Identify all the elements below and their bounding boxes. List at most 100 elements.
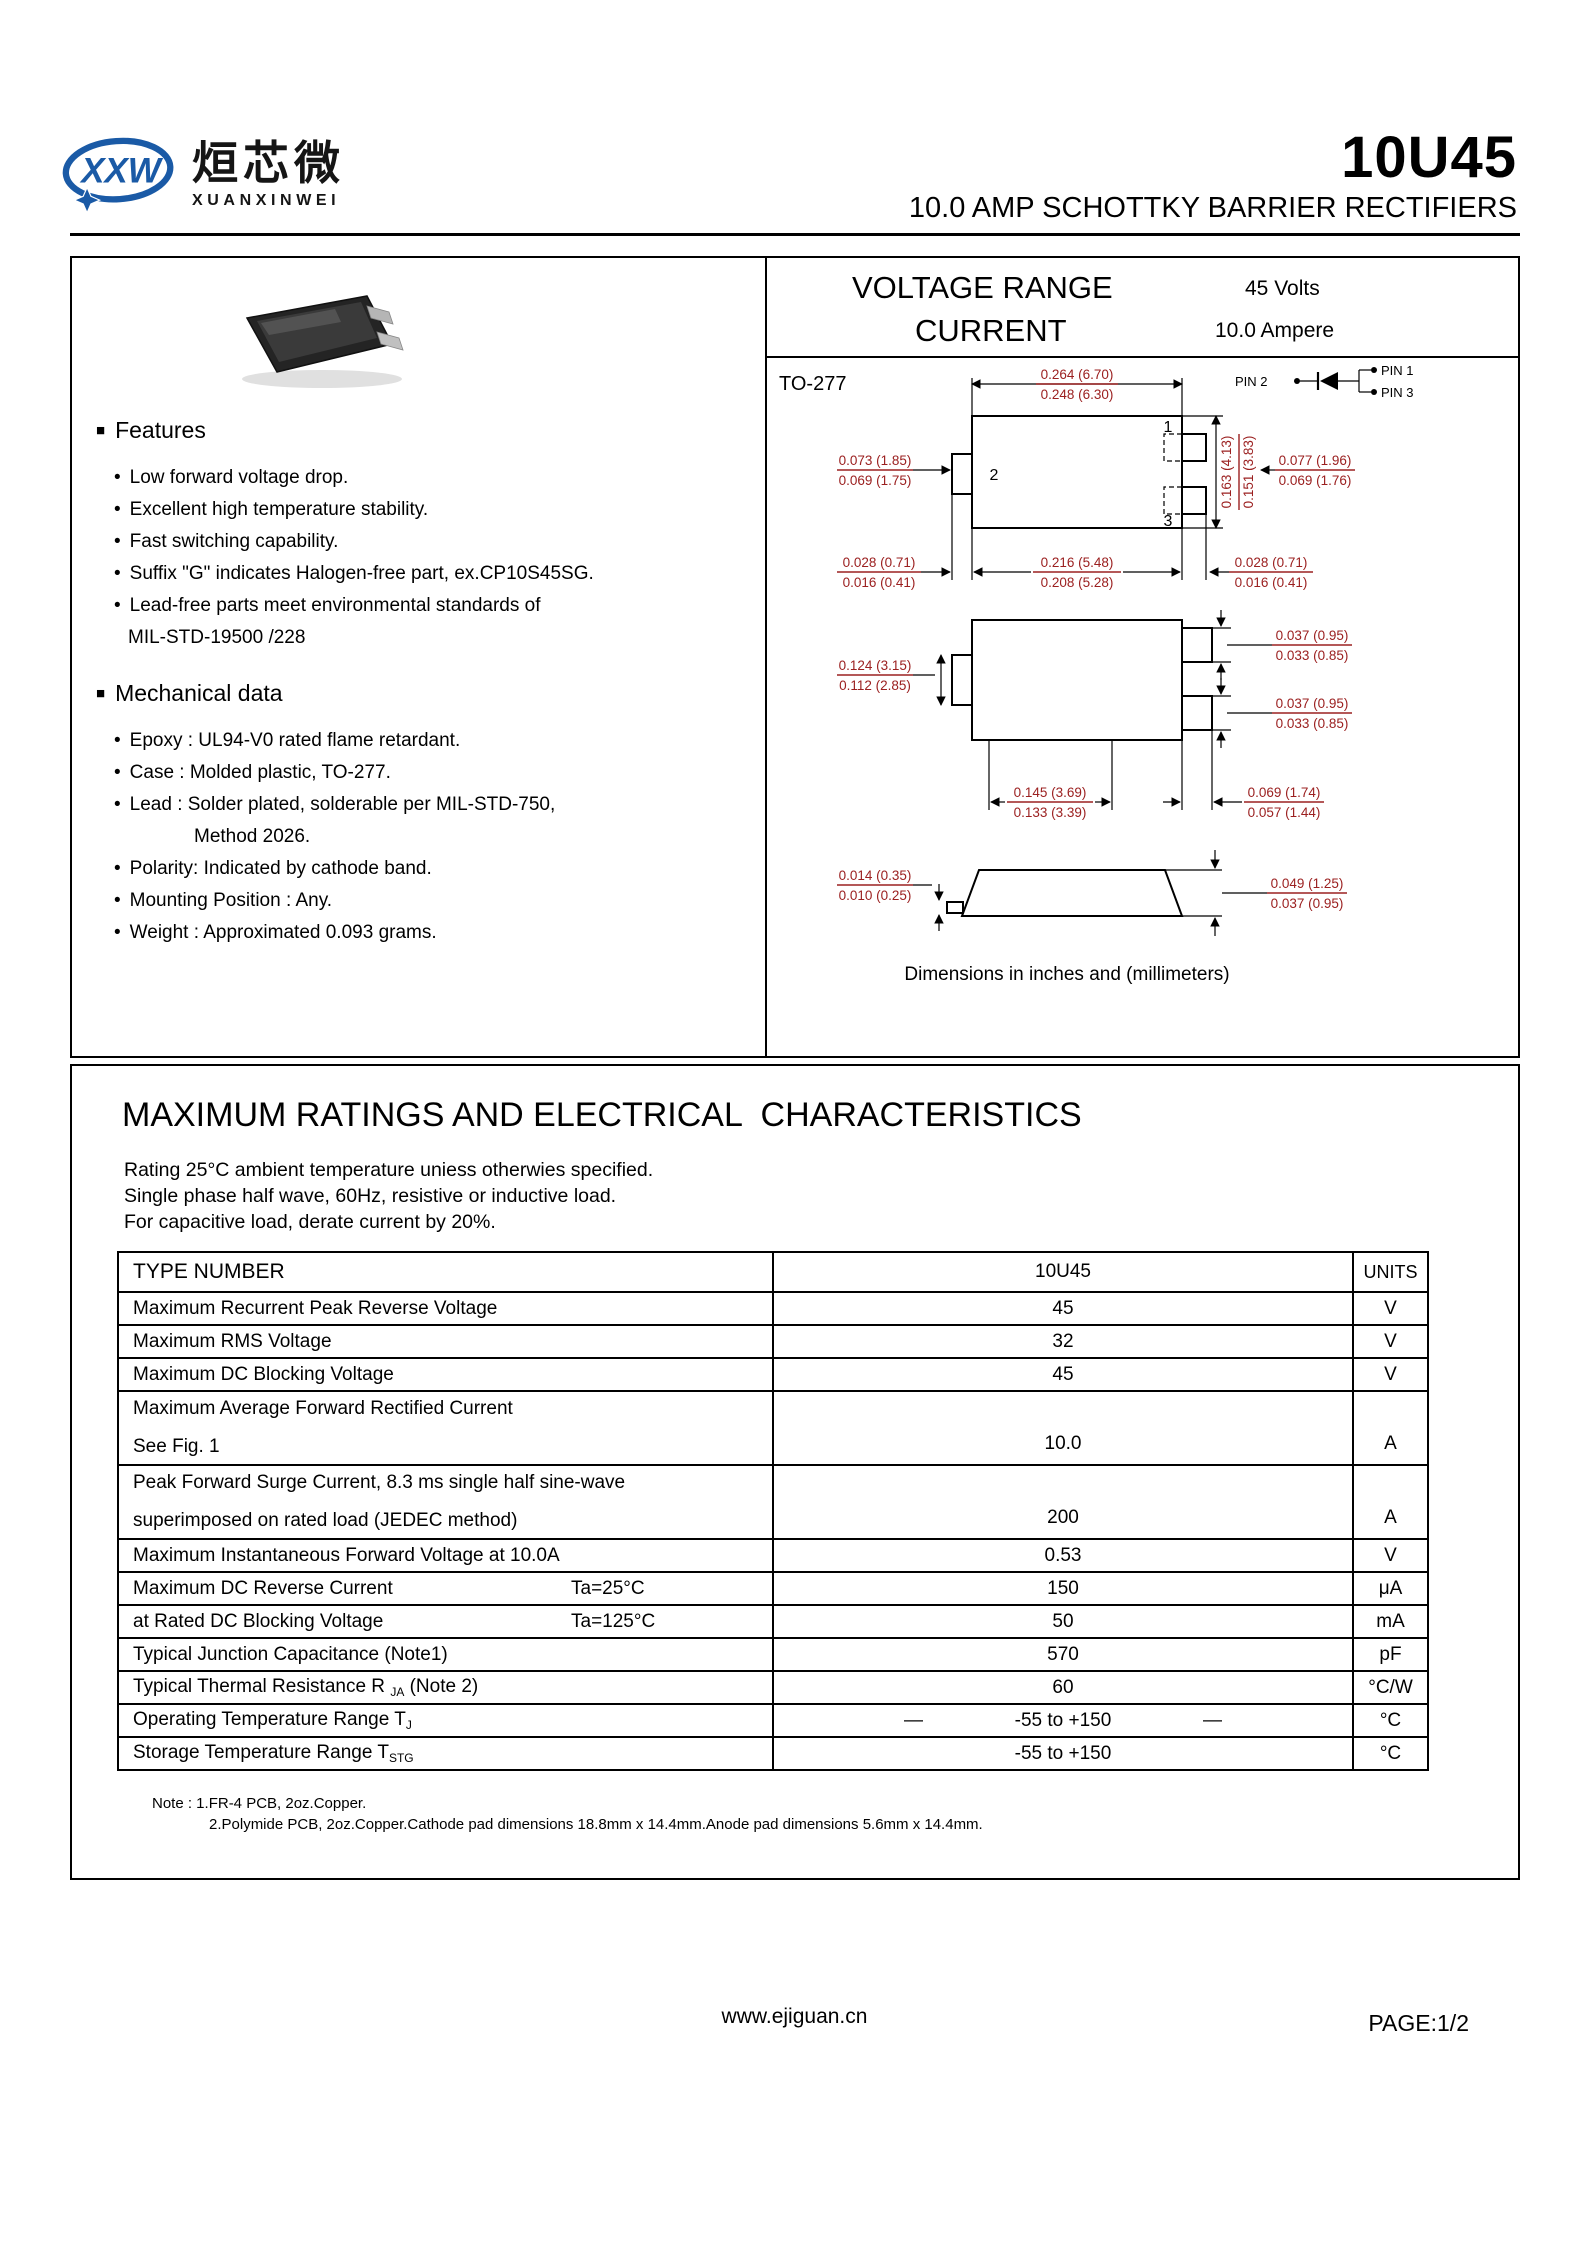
dimensions-note: Dimensions in inches and (millimeters) bbox=[904, 964, 1230, 985]
spec-value: 0.53 bbox=[772, 1538, 1354, 1573]
svg-text:0.014 (0.35): 0.014 (0.35) bbox=[839, 868, 912, 883]
ratings-title: MAXIMUM RATINGS AND ELECTRICAL CHARACTER… bbox=[122, 1096, 1082, 1134]
svg-text:2: 2 bbox=[990, 467, 999, 484]
svg-text:0.124 (3.15): 0.124 (3.15) bbox=[839, 658, 912, 673]
logo-mark-icon: XXW bbox=[58, 132, 182, 214]
dim-pad-view-bottom: 0.145 (3.69) 0.133 (3.39) 0.069 (1.74) 0… bbox=[988, 730, 1324, 820]
svg-text:0.033 (0.85): 0.033 (0.85) bbox=[1276, 648, 1349, 663]
spec-value: 45 bbox=[772, 1291, 1354, 1326]
spec-value: 32 bbox=[772, 1324, 1354, 1359]
svg-text:0.037 (0.95): 0.037 (0.95) bbox=[1276, 628, 1349, 643]
table-row: Storage Temperature Range TSTG-55 to +15… bbox=[117, 1736, 1429, 1771]
dim-left-tab: 0.073 (1.85) 0.069 (1.75) bbox=[837, 453, 951, 488]
svg-text:0.049 (1.25): 0.049 (1.25) bbox=[1271, 876, 1344, 891]
svg-text:0.028 (0.71): 0.028 (0.71) bbox=[843, 555, 916, 570]
package-drawing: TO-277 PIN 2 PIN 1 PIN 3 bbox=[779, 363, 1414, 936]
feature-item: Fast switching capability. bbox=[114, 526, 765, 558]
svg-text:0.016 (0.41): 0.016 (0.41) bbox=[1235, 575, 1308, 590]
package-top-view: 1 2 3 bbox=[951, 415, 1207, 530]
mechanical-title: Mechanical data bbox=[96, 680, 765, 707]
current-value: 10.0 Ampere bbox=[1215, 319, 1335, 342]
svg-text:PIN 2: PIN 2 bbox=[1235, 374, 1268, 389]
features-column: Features Low forward voltage drop. Excel… bbox=[72, 258, 767, 1056]
spec-label: Storage Temperature Range TSTG bbox=[117, 1736, 774, 1771]
svg-text:0.145 (3.69): 0.145 (3.69) bbox=[1014, 785, 1087, 800]
svg-text:PIN 1: PIN 1 bbox=[1381, 363, 1414, 378]
features-list: Low forward voltage drop. Excellent high… bbox=[114, 462, 765, 654]
page-title: 10.0 AMP SCHOTTKY BARRIER RECTIFIERS bbox=[908, 192, 1517, 224]
spec-value: 200 bbox=[772, 1464, 1354, 1540]
table-row: Maximum Average Forward Rectified Curren… bbox=[117, 1390, 1429, 1466]
feature-item: Excellent high temperature stability. bbox=[114, 494, 765, 526]
header-rule bbox=[70, 233, 1520, 236]
voltage-range-label: VOLTAGE RANGE bbox=[852, 270, 1113, 305]
dim-right-tab: 0.077 (1.96) 0.069 (1.76) bbox=[1260, 453, 1355, 488]
spec-label: Maximum Average Forward Rectified Curren… bbox=[117, 1390, 774, 1466]
svg-text:3: 3 bbox=[1164, 513, 1173, 530]
ratings-summary: VOLTAGE RANGE 45 Volts CURRENT 10.0 Ampe… bbox=[767, 258, 1518, 358]
spec-value: 45 bbox=[772, 1357, 1354, 1392]
dim-side-left: 0.014 (0.35) 0.010 (0.25) bbox=[837, 868, 944, 931]
spec-unit: V bbox=[1352, 1538, 1429, 1573]
table-row: Peak Forward Surge Current, 8.3 ms singl… bbox=[117, 1464, 1429, 1540]
svg-text:0.069 (1.75): 0.069 (1.75) bbox=[839, 473, 912, 488]
ratings-conditions: Rating 25°C ambient temperature uniess o… bbox=[124, 1157, 1518, 1235]
table-row: Operating Temperature Range TJ—-55 to +1… bbox=[117, 1703, 1429, 1738]
svg-text:0.037 (0.95): 0.037 (0.95) bbox=[1276, 696, 1349, 711]
spec-unit: °C bbox=[1352, 1736, 1429, 1771]
mechanical-item: Weight : Approximated 0.093 grams. bbox=[114, 917, 765, 949]
spec-unit: pF bbox=[1352, 1637, 1429, 1672]
product-photo bbox=[217, 286, 432, 391]
dim-side-right: 0.049 (1.25) 0.037 (0.95) bbox=[1165, 850, 1347, 936]
svg-text:0.133 (3.39): 0.133 (3.39) bbox=[1014, 805, 1087, 820]
table-row: Maximum Instantaneous Forward Voltage at… bbox=[117, 1538, 1429, 1573]
note-line: Note : 1.FR-4 PCB, 2oz.Copper. bbox=[152, 1795, 367, 1812]
svg-text:0.028 (0.71): 0.028 (0.71) bbox=[1235, 555, 1308, 570]
spec-value: -55 to +150 bbox=[772, 1736, 1354, 1771]
mechanical-item: Mounting Position : Any. bbox=[114, 885, 765, 917]
condition-line: Rating 25°C ambient temperature uniess o… bbox=[124, 1159, 654, 1181]
mechanical-item: Lead : Solder plated, solderable per MIL… bbox=[114, 789, 765, 821]
type-number-header: TYPE NUMBER bbox=[117, 1251, 774, 1293]
spec-unit: V bbox=[1352, 1291, 1429, 1326]
test-condition: Ta=25°C bbox=[571, 1577, 645, 1599]
spec-label: Maximum DC Blocking Voltage bbox=[117, 1357, 774, 1392]
svg-text:0.073 (1.85): 0.073 (1.85) bbox=[839, 453, 912, 468]
svg-text:0.077 (1.96): 0.077 (1.96) bbox=[1279, 453, 1352, 468]
spec-value: 60 bbox=[772, 1670, 1354, 1705]
svg-text:0.216 (5.48): 0.216 (5.48) bbox=[1041, 555, 1114, 570]
svg-text:0.151 (3.83): 0.151 (3.83) bbox=[1241, 436, 1256, 509]
svg-text:0.163 (4.13): 0.163 (4.13) bbox=[1219, 436, 1234, 509]
svg-text:0.069 (1.76): 0.069 (1.76) bbox=[1279, 473, 1352, 488]
mechanical-list: Epoxy : UL94-V0 rated flame retardant. C… bbox=[114, 725, 765, 949]
spec-unit: μA bbox=[1352, 1571, 1429, 1606]
ratings-table: TYPE NUMBER 10U45 UNITS Maximum Recurren… bbox=[117, 1251, 1429, 1771]
spec-value: —-55 to +150— bbox=[772, 1703, 1354, 1738]
voltage-range-value: 45 Volts bbox=[1245, 277, 1320, 300]
logo-xxw-text: XXW bbox=[79, 152, 164, 191]
spec-label: Peak Forward Surge Current, 8.3 ms singl… bbox=[117, 1464, 774, 1540]
spec-label: Maximum Recurrent Peak Reverse Voltage bbox=[117, 1291, 774, 1326]
spec-label: Maximum RMS Voltage bbox=[117, 1324, 774, 1359]
spec-label: Maximum Instantaneous Forward Voltage at… bbox=[117, 1538, 774, 1573]
spec-unit: °C bbox=[1352, 1703, 1429, 1738]
logo-star-icon bbox=[73, 186, 102, 214]
notes: Note : 1.FR-4 PCB, 2oz.Copper. 2.Polymid… bbox=[152, 1793, 1518, 1835]
dim-body-height: 0.163 (4.13) 0.151 (3.83) bbox=[1182, 415, 1256, 529]
svg-text:0.057 (1.44): 0.057 (1.44) bbox=[1248, 805, 1321, 820]
svg-text:PIN 3: PIN 3 bbox=[1381, 385, 1414, 400]
package-side-view bbox=[946, 869, 1184, 917]
spec-label: Typical Junction Capacitance (Note1) bbox=[117, 1637, 774, 1672]
company-logo: XXW 烜芯微 XUANXINWEI bbox=[58, 132, 345, 214]
feature-item: Lead-free parts meet environmental stand… bbox=[114, 590, 765, 622]
svg-text:0.033 (0.85): 0.033 (0.85) bbox=[1276, 716, 1349, 731]
spec-unit: A bbox=[1352, 1464, 1429, 1540]
spec-label: Typical Thermal Resistance R JA (Note 2) bbox=[117, 1670, 774, 1705]
